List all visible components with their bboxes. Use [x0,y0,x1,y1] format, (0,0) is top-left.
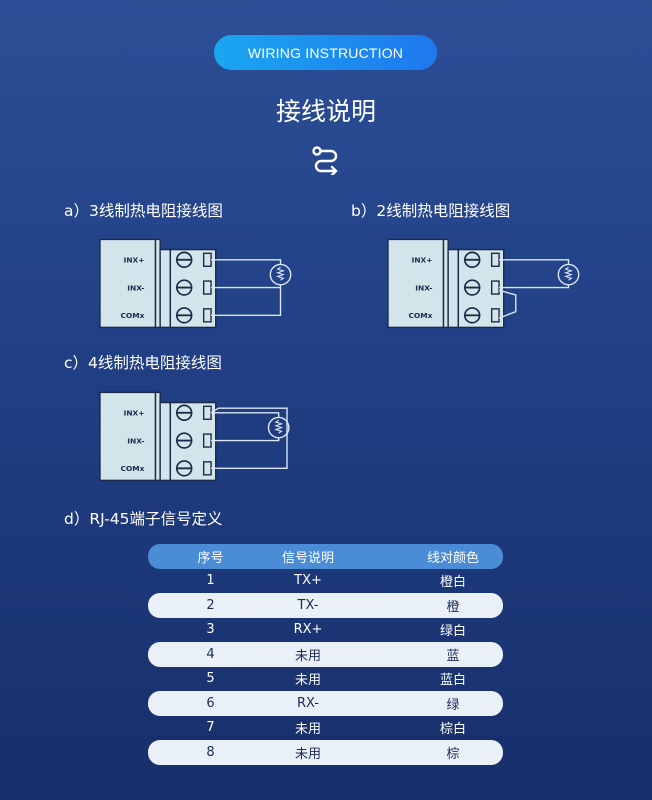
resistor-icon [563,266,574,281]
wire-slot [202,280,212,295]
row-index: 7 [206,720,215,736]
terminal-plate [159,401,172,482]
header-signal: 信号说明 [281,550,334,566]
row-signal: 未用 [294,722,321,738]
row-index: 8 [206,744,215,760]
table-row: 7 未用 棕白 [148,716,503,741]
row-color: 绿 [446,697,460,713]
three-wire-diagram: INX+ INX- COMx [92,232,307,336]
wire-slot [202,308,212,323]
row-index: 4 [206,646,215,662]
pin-label-1: INX- [127,283,144,292]
row-signal: 未用 [294,746,321,762]
module-body [99,238,157,329]
table-row: 6 RX- 绿 [148,691,503,716]
wire-slot [490,280,500,295]
row-color: 橙白 [439,575,466,591]
wire-slot [202,252,212,267]
row-signal: 未用 [294,648,321,664]
row-signal: TX- [297,597,319,613]
wire [498,259,570,319]
header-color: 线对颜色 [426,550,479,566]
row-signal: 未用 [294,673,321,689]
route-icon [312,146,338,175]
row-color: 棕白 [439,722,466,738]
diagram-a-label: a）3线制热电阻接线图 [64,202,223,220]
wire-slot [202,461,212,476]
row-color: 棕 [446,746,460,762]
wiring-svg: INX+ INX- COMx [387,238,580,329]
wire-slot [202,405,212,420]
row-signal: RX+ [293,622,323,638]
four-wire-diagram: INX+ INX- COMx [92,385,307,489]
module-body [387,238,445,329]
module-body [99,391,157,482]
row-color: 蓝 [446,648,460,664]
table-row: 1 TX+ 橙白 [148,569,503,594]
row-color: 绿白 [439,624,466,640]
rtd-sensor-icon [267,416,290,439]
wiring-instruction-badge: WIRING INSTRUCTION [214,35,437,70]
table-header: 序号 信号说明 线对颜色 [148,544,503,569]
wire-slot [202,433,212,448]
wire-slot [490,252,500,267]
pin-label-1: INX- [127,436,144,445]
terminal-plate [447,248,460,329]
page-title: 接线说明 [275,97,376,126]
row-index: 3 [206,622,215,638]
two-wire-diagram: INX+ INX- COMx [380,232,595,336]
pin-label-1: INX- [415,283,432,292]
header-index: 序号 [197,550,224,566]
row-color: 橙 [446,599,460,615]
rj45-label: d）RJ-45端子信号定义 [64,510,223,528]
diagram-c-label: c）4线制热电阻接线图 [64,354,222,372]
badge-text: WIRING INSTRUCTION [247,44,404,61]
resistor-icon [274,419,284,434]
wire-slot [490,308,500,323]
row-color: 蓝白 [439,673,466,689]
wire [210,407,288,470]
wiring-svg: INX+ INX- COMx [99,391,290,482]
wire [211,259,282,317]
pin-label-2: COMx [121,311,145,320]
pin-label-2: COMx [121,464,145,473]
table-row: 8 未用 棕 [148,740,503,765]
table-row: 3 RX+ 绿白 [148,618,503,643]
diagram-b-label: b）2线制热电阻接线图 [351,202,511,220]
pin-label-0: INX+ [124,256,145,265]
row-index: 1 [206,573,215,589]
row-index: 6 [206,695,215,711]
row-index: 5 [206,671,215,687]
terminal-plate [159,248,172,329]
rtd-sensor-icon [269,263,292,286]
pin-label-0: INX+ [124,409,145,418]
row-signal: RX- [297,695,319,711]
table-row: 5 未用 蓝白 [148,667,503,692]
table-row: 4 未用 蓝 [148,642,503,667]
pin-label-2: COMx [409,311,433,320]
wiring-svg: INX+ INX- COMx [99,238,292,329]
row-signal: TX+ [294,573,322,589]
pin-label-0: INX+ [412,256,433,265]
resistor-icon [275,266,286,281]
rtd-sensor-icon [557,263,580,286]
row-index: 2 [206,597,215,613]
table-row: 2 TX- 橙 [148,593,503,618]
